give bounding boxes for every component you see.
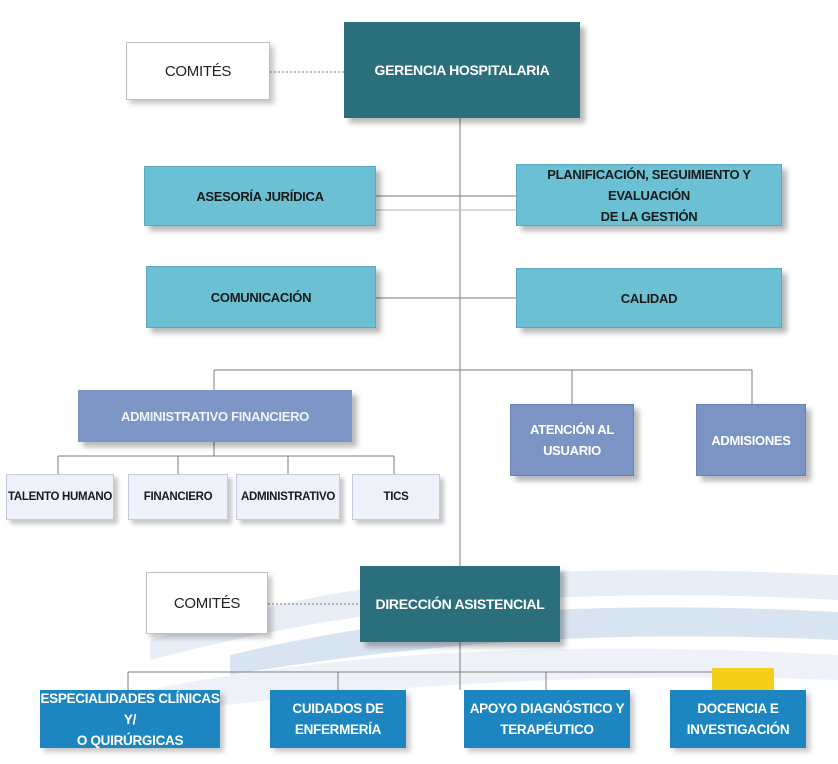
comites-box-asistencial: COMITÉS <box>146 572 268 634</box>
gerencia-hospitalaria-box: GERENCIA HOSPITALARIA <box>344 22 580 118</box>
admisiones-box: ADMISIONES <box>696 404 806 476</box>
financiero-box: FINANCIERO <box>128 474 228 520</box>
cuidados-enfermeria-box: CUIDADOS DE ENFERMERÍA <box>270 690 406 748</box>
administrativo-box: ADMINISTRATIVO <box>236 474 340 520</box>
talento-humano-box: TALENTO HUMANO <box>6 474 114 520</box>
comunicacion-box: COMUNICACIÓN <box>146 266 376 328</box>
direccion-asistencial-box: DIRECCIÓN ASISTENCIAL <box>360 566 560 642</box>
tics-box: TICS <box>352 474 440 520</box>
asesoria-juridica-box: ASESORÍA JURÍDICA <box>144 166 376 226</box>
docencia-investigacion-box: DOCENCIA E INVESTIGACIÓN <box>670 690 806 748</box>
administrativo-financiero-box: ADMINISTRATIVO FINANCIERO <box>78 390 352 442</box>
apoyo-diagnostico-box: APOYO DIAGNÓSTICO Y TERAPÉUTICO <box>464 690 630 748</box>
atencion-al-usuario-box: ATENCIÓN AL USUARIO <box>510 404 634 476</box>
planificacion-box: PLANIFICACIÓN, SEGUIMIENTO Y EVALUACIÓN … <box>516 164 782 226</box>
comites-box-top: COMITÉS <box>126 42 270 100</box>
calidad-box: CALIDAD <box>516 268 782 328</box>
especialidades-box: ESPECIALIDADES CLÍNICAS Y/ O QUIRÚRGICAS <box>40 690 220 748</box>
